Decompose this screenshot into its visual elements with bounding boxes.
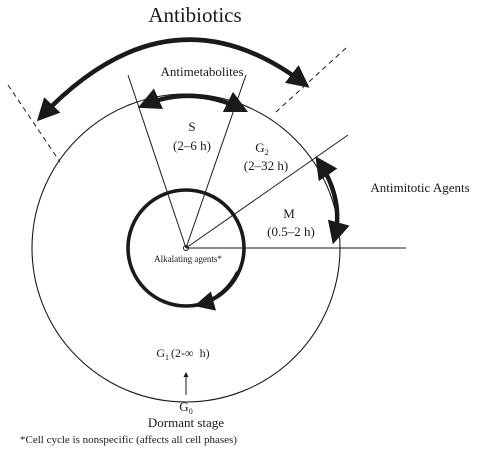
- g1-phase-letter: G: [156, 346, 165, 360]
- g1-phase-subscript: 1: [165, 353, 169, 362]
- diagram-title: Antibiotics: [148, 3, 241, 27]
- antibiotics-arrow: [36, 37, 310, 122]
- alkylating-agents-label: Alkalating agents*: [154, 254, 222, 264]
- antimitotic-agents-arrow: [315, 156, 350, 245]
- g0-phase-letter: G: [179, 399, 188, 414]
- inner-cycle-direction-arrow: [194, 271, 240, 311]
- g1-duration-prefix: (2-: [171, 346, 185, 360]
- antimetabolites-label: Antimetabolites: [160, 64, 243, 79]
- g2-phase-name: G2: [255, 140, 268, 157]
- g2-phase-duration: (2–32 h): [244, 158, 288, 173]
- m-phase-duration: (0.5–2 h): [267, 224, 315, 239]
- g1-phase-label: G1(2-∞ h): [156, 346, 209, 362]
- g1-duration-suffix: h): [200, 346, 210, 360]
- dormant-stage-label: Dormant stage: [148, 415, 224, 430]
- m-phase-name: M: [283, 206, 295, 221]
- antibiotics-right-dashed-line: [275, 47, 347, 113]
- s-phase-name: S: [188, 119, 195, 134]
- s-phase-duration: (2–6 h): [173, 138, 211, 153]
- g2-phase-subscript: 2: [265, 148, 269, 157]
- g0-phase-subscript: 0: [189, 407, 193, 416]
- g0-phase-label: G0: [179, 399, 192, 416]
- antimitotic-agents-label: Antimitotic Agents: [370, 180, 469, 195]
- g2-m-boundary: [185, 134, 349, 249]
- antibiotics-left-dashed-line: [7, 84, 61, 163]
- footnote: *Cell cycle is nonspecific (affects all …: [20, 434, 237, 446]
- g2-phase-letter: G: [255, 140, 264, 155]
- antimetabolites-arrow: [137, 88, 249, 113]
- infinity-icon: ∞: [185, 346, 194, 360]
